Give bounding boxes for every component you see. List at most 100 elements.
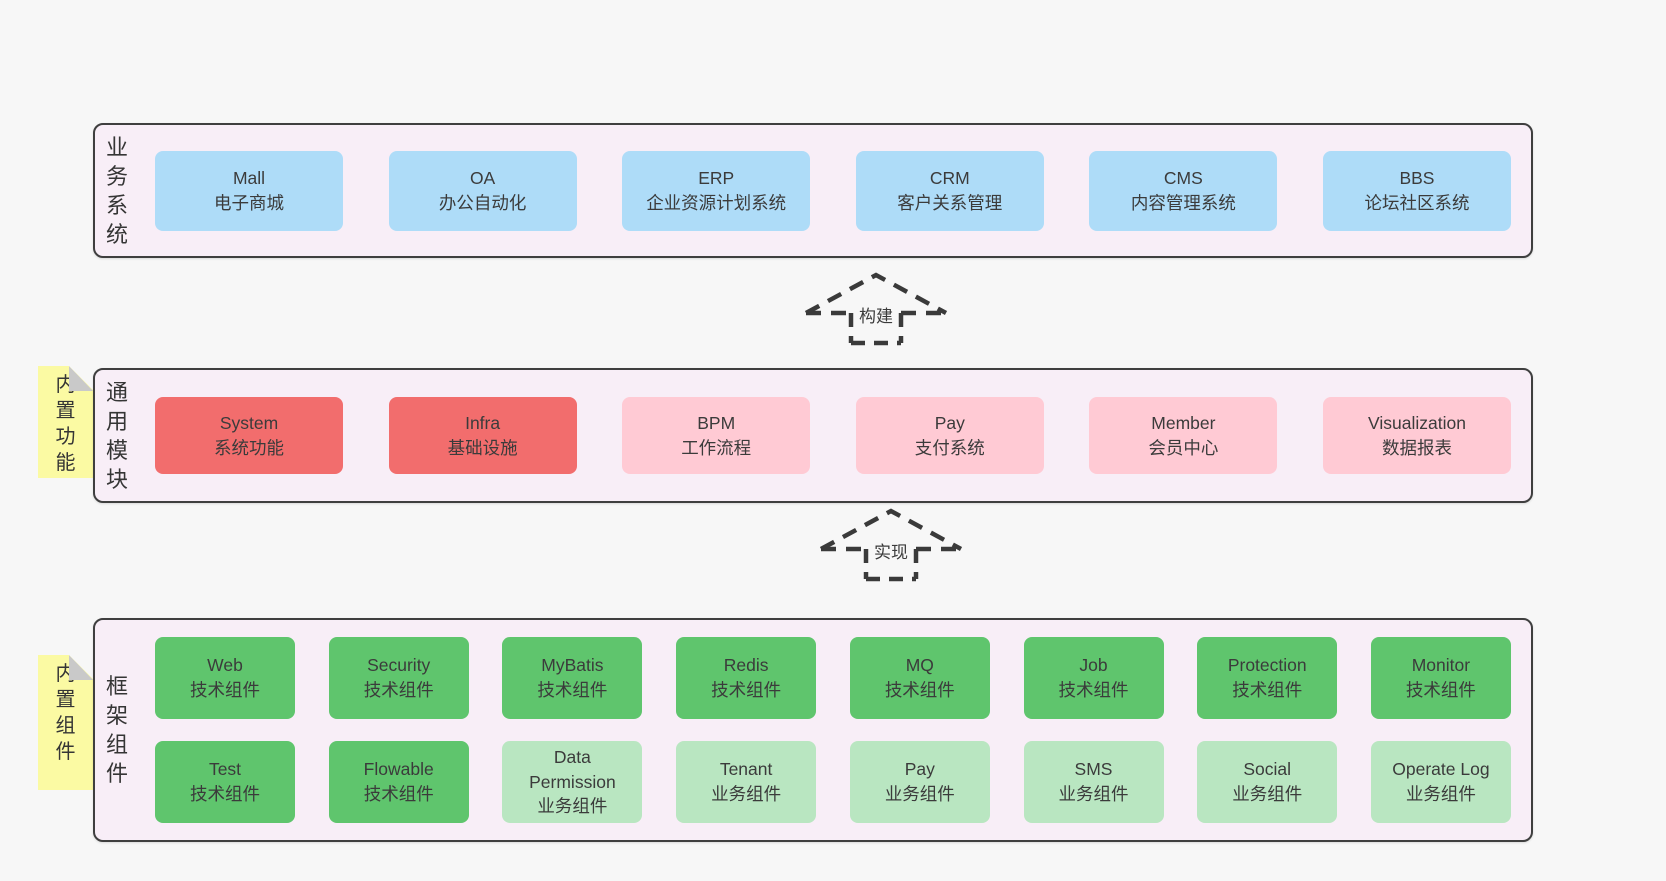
box-title: Job: [1079, 655, 1108, 676]
sticky-note-built-in-features: 内置功能: [38, 366, 93, 478]
box-subtitle: 技术组件: [363, 680, 434, 700]
box-title: Redis: [723, 655, 769, 676]
layer-label-framework-components: 框架组件: [105, 674, 128, 786]
arrow-label-build: 构建: [856, 302, 896, 327]
box-title: Web: [207, 655, 243, 676]
box-job: Job 技术组件: [1023, 637, 1164, 719]
box-subtitle: 技术组件: [363, 784, 434, 804]
layer-label-common-modules: 通用模块: [105, 379, 128, 492]
box-title: OA: [469, 167, 496, 188]
box-title: Test: [208, 759, 242, 780]
box-crm: CRM 客户关系管理: [855, 150, 1044, 231]
box-subtitle: 基础设施: [447, 437, 518, 458]
box-subtitle: 论坛社区系统: [1364, 192, 1470, 213]
box-member: Member 会员中心: [1089, 397, 1278, 474]
folded-corner-icon: [69, 366, 93, 391]
box-title: Operate Log: [1392, 759, 1490, 780]
box-title: Data Permission: [529, 746, 616, 792]
box-subtitle: 客户关系管理: [897, 192, 1003, 213]
box-visualization: Visualization 数据报表: [1322, 397, 1511, 474]
arrow-up-icon: [819, 508, 963, 582]
box-subtitle: 内容管理系统: [1130, 192, 1236, 213]
box-subtitle: 会员中心: [1148, 437, 1219, 458]
box-subtitle: 业务组件: [1058, 784, 1129, 804]
modules-boxes-row: System 系统功能 Infra 基础设施 BPM 工作流程 Pay 支付系统…: [131, 397, 1531, 474]
box-title: Mall: [232, 167, 266, 188]
framework-row-1: Web 技术组件 Security 技术组件 MyBatis 技术组件 Redi…: [155, 637, 1511, 719]
box-infra: Infra 基础设施: [388, 397, 577, 474]
box-subtitle: 业务组件: [884, 784, 955, 804]
box-mq: MQ 技术组件: [849, 637, 990, 719]
box-subtitle: 支付系统: [914, 437, 985, 458]
box-cms: CMS 内容管理系统: [1089, 150, 1278, 231]
box-social: Social 业务组件: [1197, 741, 1338, 823]
box-title: BPM: [697, 412, 736, 433]
framework-row-2: Test 技术组件 Flowable 技术组件 Data Permission …: [155, 741, 1511, 823]
box-security: Security 技术组件: [328, 637, 469, 719]
box-title: BBS: [1399, 167, 1435, 188]
box-protection: Protection 技术组件: [1197, 637, 1338, 719]
arrow-build: 构建: [801, 268, 951, 346]
box-erp: ERP 企业资源计划系统: [622, 150, 811, 231]
box-title: Infra: [465, 412, 501, 433]
box-title: Protection: [1227, 655, 1307, 676]
box-pay: Pay 支付系统: [855, 397, 1044, 474]
box-sms: SMS 业务组件: [1023, 741, 1164, 823]
box-mybatis: MyBatis 技术组件: [502, 637, 643, 719]
box-title: Security: [367, 655, 431, 676]
box-title: Pay: [904, 759, 935, 780]
box-title: Tenant: [719, 759, 773, 780]
box-mall: Mall 电子商城: [155, 150, 343, 231]
folded-corner-icon: [69, 655, 93, 680]
box-title: Visualization: [1368, 412, 1466, 433]
box-subtitle: 技术组件: [1405, 680, 1476, 700]
box-title: CRM: [929, 167, 970, 188]
box-subtitle: 技术组件: [1232, 680, 1303, 700]
box-subtitle: 业务组件: [1405, 784, 1476, 804]
box-subtitle: 技术组件: [190, 784, 260, 804]
layer-framework-components: 框架组件 Web 技术组件 Security 技术组件 MyBatis 技术组件…: [93, 618, 1533, 842]
box-flowable: Flowable 技术组件: [328, 741, 469, 823]
sticky-note-built-in-components: 内置组件: [38, 655, 93, 790]
box-subtitle: 业务组件: [711, 784, 782, 804]
business-boxes-row: Mall 电子商城 OA 办公自动化 ERP 企业资源计划系统 CRM 客户关系…: [131, 150, 1531, 231]
box-title: Social: [1243, 759, 1292, 780]
box-title: Flowable: [363, 759, 434, 780]
arrow-up-icon: [804, 272, 948, 346]
box-title: SMS: [1074, 759, 1113, 780]
box-subtitle: 数据报表: [1381, 437, 1452, 458]
box-data-permission: Data Permission 业务组件: [502, 741, 643, 823]
box-title: ERP: [698, 167, 735, 188]
box-title: Pay: [934, 412, 965, 433]
box-subtitle: 业务组件: [1232, 784, 1303, 804]
box-subtitle: 技术组件: [537, 680, 608, 700]
box-tenant: Tenant 业务组件: [676, 741, 817, 823]
box-subtitle: 技术组件: [190, 680, 260, 700]
arrow-implement: 实现: [816, 504, 966, 582]
box-oa: OA 办公自动化: [388, 150, 577, 231]
box-bpm: BPM 工作流程: [622, 397, 811, 474]
box-title: Monitor: [1411, 655, 1471, 676]
layer-business-systems: 业务系统 Mall 电子商城 OA 办公自动化 ERP 企业资源计划系统 CRM…: [93, 123, 1533, 258]
box-subtitle: 技术组件: [884, 680, 955, 700]
box-system: System 系统功能: [155, 397, 343, 474]
box-subtitle: 技术组件: [1058, 680, 1129, 700]
box-subtitle: 技术组件: [711, 680, 782, 700]
box-subtitle: 业务组件: [537, 796, 608, 817]
box-bbs: BBS 论坛社区系统: [1322, 150, 1511, 231]
layer-label-business-systems: 业务系统: [105, 134, 128, 247]
box-web: Web 技术组件: [155, 637, 295, 719]
box-test: Test 技术组件: [155, 741, 295, 823]
framework-boxes-rows: Web 技术组件 Security 技术组件 MyBatis 技术组件 Redi…: [131, 637, 1531, 823]
box-subtitle: 工作流程: [681, 437, 752, 458]
box-operate-log: Operate Log 业务组件: [1370, 741, 1511, 823]
box-redis: Redis 技术组件: [676, 637, 817, 719]
box-title: System: [219, 412, 279, 433]
box-title: CMS: [1163, 167, 1203, 188]
box-monitor: Monitor 技术组件: [1370, 637, 1511, 719]
box-pay-biz: Pay 业务组件: [849, 741, 990, 823]
box-subtitle: 系统功能: [214, 437, 284, 458]
box-subtitle: 办公自动化: [438, 192, 527, 213]
box-subtitle: 企业资源计划系统: [646, 192, 787, 213]
